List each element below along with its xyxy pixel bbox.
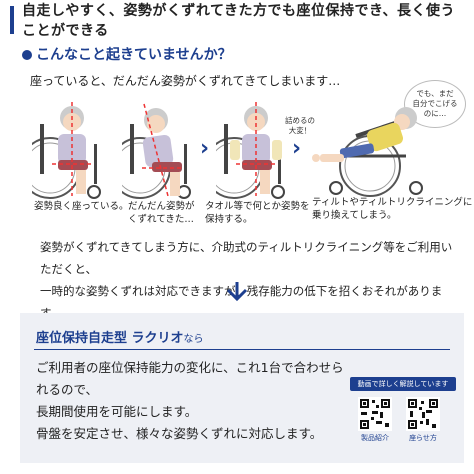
qr-caption-product: 製品紹介	[361, 434, 389, 442]
description-line: 姿勢がくずれてきてしまう方に、介助式のティルトリクライニング等をご利用いただくと…	[40, 240, 453, 276]
step-3-illustration	[216, 102, 285, 199]
product-line: 長期間使用を可能にします。	[36, 404, 198, 419]
divider	[34, 349, 450, 350]
arrow-right-icon: ›	[292, 136, 302, 161]
product-text: ご利用者の座位保持能力の変化に、これ1台で合わせられるので、 長期間使用を可能に…	[36, 357, 346, 445]
step-3-caption: タオル等で何とか姿勢を保持する。	[205, 201, 310, 225]
description: 姿勢がくずれてきてしまう方に、介助式のティルトリクライニング等をご利用いただくと…	[40, 236, 460, 324]
page-title: 自走しやすく、姿勢がくずれてきた方でも座位保持でき、長く使うことができる	[22, 3, 456, 39]
step-2-illustration	[122, 103, 191, 199]
thought-bubble-text: でも、まだ 自分でこげる のに…	[412, 89, 458, 118]
page-header: 自走しやすく、姿勢がくずれてきた方でも座位保持でき、長く使うことができる	[10, 3, 464, 39]
product-title: 座位保持自走型 ラクリオなら	[36, 327, 204, 346]
product-line: ご利用者の座位保持能力の変化に、これ1台で合わせられるので、	[36, 360, 344, 397]
product-name: 座位保持自走型 ラクリオ	[36, 331, 184, 346]
arrow-right-icon: ›	[200, 136, 210, 161]
step-4-caption: ティルトやティルトリクライニングに乗り換えてしまう。	[312, 197, 473, 221]
qr-code-seating[interactable]	[406, 397, 440, 431]
exclaim-bubble: 詰めるの大変！	[285, 116, 315, 135]
qr-code-product[interactable]	[358, 397, 392, 431]
intro-text: 座っていると、だんだん姿勢がくずれてきてしまいます…	[30, 74, 341, 88]
section-title: こんなこと起きていませんか？	[22, 44, 232, 64]
step-1-caption: 姿勢良く座っている。	[34, 201, 129, 212]
step-1-illustration	[32, 102, 101, 199]
step-2-caption: だんだん姿勢がくずれてきた…	[128, 201, 195, 225]
bullet-icon	[22, 50, 32, 60]
section-title-text: こんなこと起きていませんか？	[36, 47, 232, 63]
product-line: 骨盤を安定させ、様々な姿勢くずれに対応します。	[36, 426, 323, 441]
product-suffix: なら	[183, 334, 204, 345]
arrow-down-icon	[226, 282, 248, 302]
video-label: 動画で詳しく解説しています	[350, 377, 456, 391]
qr-caption-seating: 座らせ方	[409, 434, 437, 442]
product-panel: 座位保持自走型 ラクリオなら ご利用者の座位保持能力の変化に、これ1台で合わせら…	[20, 313, 464, 463]
step-4-illustration	[312, 107, 423, 197]
